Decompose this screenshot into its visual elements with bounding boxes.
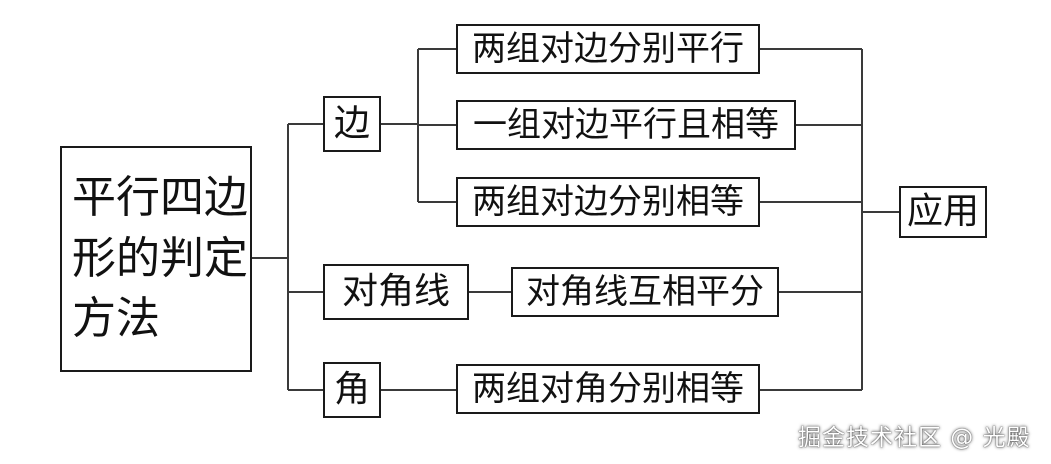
root-line-1: 平行四边 (72, 171, 248, 223)
category-angle-box: 角 (323, 362, 381, 418)
method-diagonal-1-box: 对角线互相平分 (511, 267, 779, 317)
root-line-2: 形的判定 (72, 232, 248, 284)
method-edge-1-box: 两组对边分别平行 (456, 24, 760, 74)
method-edge-3-box: 两组对边分别相等 (456, 177, 760, 227)
method-angle-1-box: 两组对角分别相等 (456, 364, 760, 414)
root-box: 平行四边 形的判定 方法 (60, 146, 252, 372)
method-edge-2-box: 一组对边平行且相等 (456, 100, 796, 150)
category-edge-box: 边 (323, 96, 381, 152)
root-line-3: 方法 (72, 293, 160, 345)
category-diagonal-box: 对角线 (323, 264, 469, 320)
watermark-text: 掘金技术社区 @ 光殿 (798, 425, 1031, 451)
application-box: 应用 (899, 186, 987, 238)
